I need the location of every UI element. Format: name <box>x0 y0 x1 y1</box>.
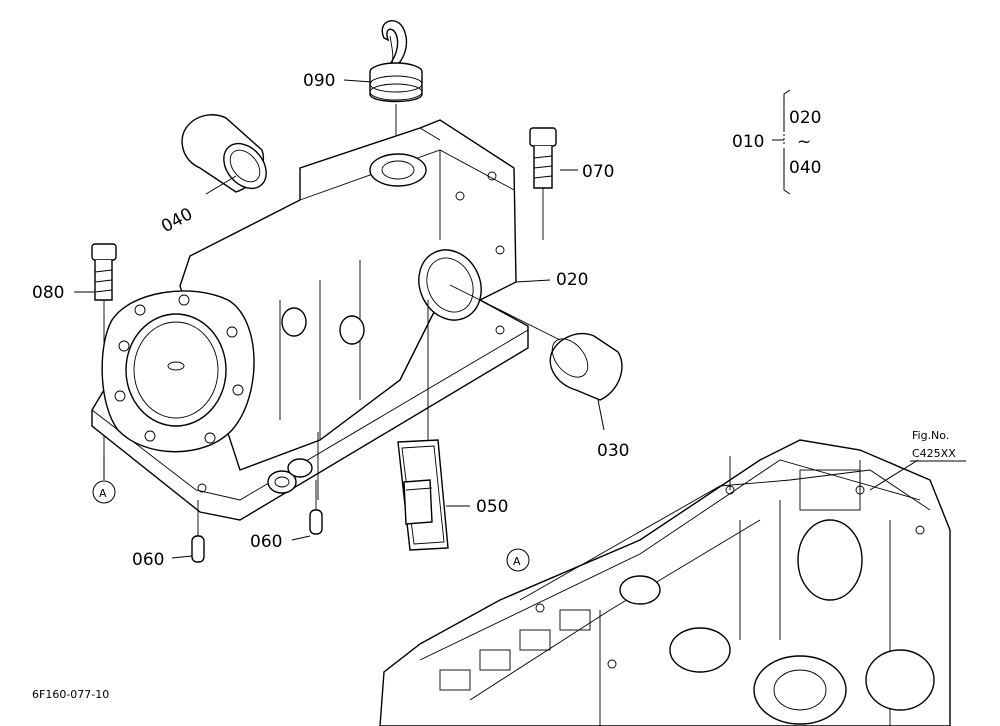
callout-060-right: 060 <box>250 532 282 552</box>
callout-020-range: 020 <box>789 108 821 128</box>
ref-a-left: A <box>99 487 107 500</box>
callout-010: 010 <box>732 132 764 152</box>
transmission-case <box>379 439 951 726</box>
fig-number: C425XX <box>912 447 956 460</box>
callout-030: 030 <box>597 441 629 461</box>
callout-050: 050 <box>476 497 508 517</box>
callout-040: 040 <box>158 204 196 237</box>
part-090-cap <box>369 20 423 168</box>
callout-070: 070 <box>582 162 614 182</box>
callout-080: 080 <box>32 283 64 303</box>
drawing-code: 6F160-077-10 <box>32 688 109 701</box>
callout-tilde: ~ <box>797 132 811 152</box>
part-040-bushing <box>181 114 267 193</box>
leader-lines <box>74 79 919 559</box>
callout-090: 090 <box>303 71 335 91</box>
part-050-plate <box>397 439 449 551</box>
part-030-bushing <box>549 333 623 401</box>
callout-040-range: 040 <box>789 158 821 178</box>
callout-020: 020 <box>556 270 588 290</box>
part-020-housing <box>91 119 561 521</box>
figure-notes: Fig.No. C425XX 6F160-077-10 <box>32 429 966 701</box>
part-060-pins <box>191 480 323 563</box>
ref-a-right: A <box>513 555 521 568</box>
fig-label: Fig.No. <box>912 429 949 442</box>
reference-markers: A A <box>92 480 530 572</box>
callout-060-left: 060 <box>132 550 164 570</box>
part-070-bolt <box>529 127 557 240</box>
